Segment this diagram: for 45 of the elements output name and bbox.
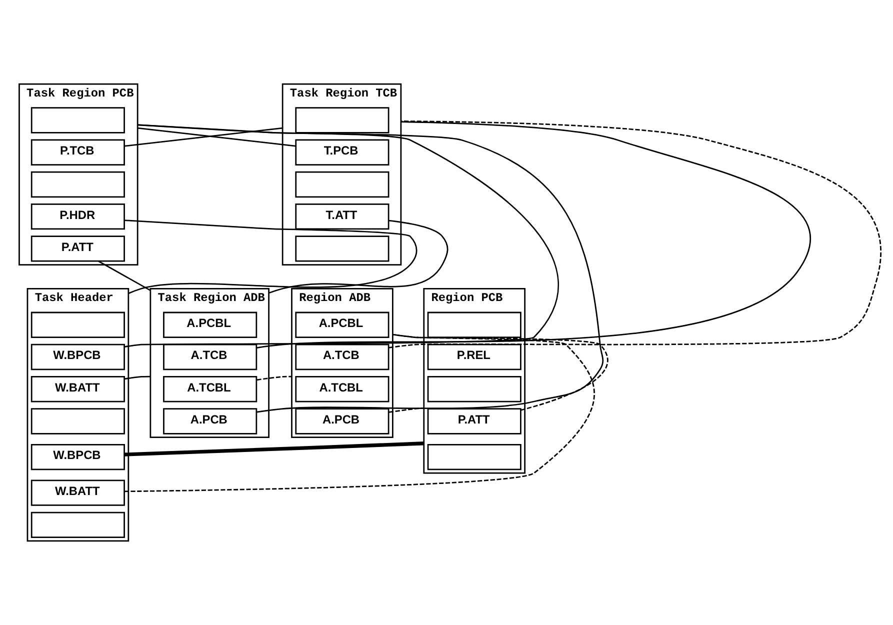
node-box xyxy=(30,107,125,134)
node-box xyxy=(30,512,125,538)
node-box: W.BPCB xyxy=(30,444,125,470)
node-box: A.TCB xyxy=(163,344,258,370)
node-box: P.HDR xyxy=(30,204,125,230)
node-box: P.REL xyxy=(427,344,522,370)
connector xyxy=(98,260,151,292)
connector xyxy=(388,407,424,413)
node-box: A.TCBL xyxy=(163,376,258,402)
node-box xyxy=(295,107,390,134)
node-box xyxy=(30,171,125,198)
node-box xyxy=(427,376,522,402)
node-box xyxy=(30,408,125,434)
connector xyxy=(124,376,150,380)
node-box: P.ATT xyxy=(30,236,125,262)
connector xyxy=(124,442,424,456)
node-box xyxy=(427,312,522,338)
node-box: P.TCB xyxy=(30,139,125,166)
node-box: P.ATT xyxy=(427,408,522,434)
connector xyxy=(124,127,283,147)
connector xyxy=(124,220,418,294)
connector xyxy=(124,334,595,492)
node-box: T.PCB xyxy=(295,139,390,166)
node-box: A.TCB xyxy=(295,344,390,370)
connector xyxy=(268,220,448,294)
connector xyxy=(138,127,296,147)
connector xyxy=(256,376,292,381)
connector xyxy=(138,124,604,413)
node-box: A.PCB xyxy=(295,408,390,434)
node-box xyxy=(30,312,125,338)
node-box: A.PCBL xyxy=(163,312,258,338)
node-box xyxy=(295,236,390,262)
node-box: W.BATT xyxy=(30,480,125,506)
node-box: A.TCBL xyxy=(295,376,390,402)
connector xyxy=(388,120,882,348)
node-box: W.BPCB xyxy=(30,344,125,370)
node-box xyxy=(427,444,522,470)
connector xyxy=(256,121,810,348)
node-box: W.BATT xyxy=(30,376,125,402)
connector xyxy=(392,334,608,411)
node-box: A.PCBL xyxy=(295,312,390,338)
node-box: A.PCB xyxy=(163,408,258,434)
node-box xyxy=(295,171,390,198)
connector xyxy=(124,124,559,348)
node-box: T.ATT xyxy=(295,204,390,230)
